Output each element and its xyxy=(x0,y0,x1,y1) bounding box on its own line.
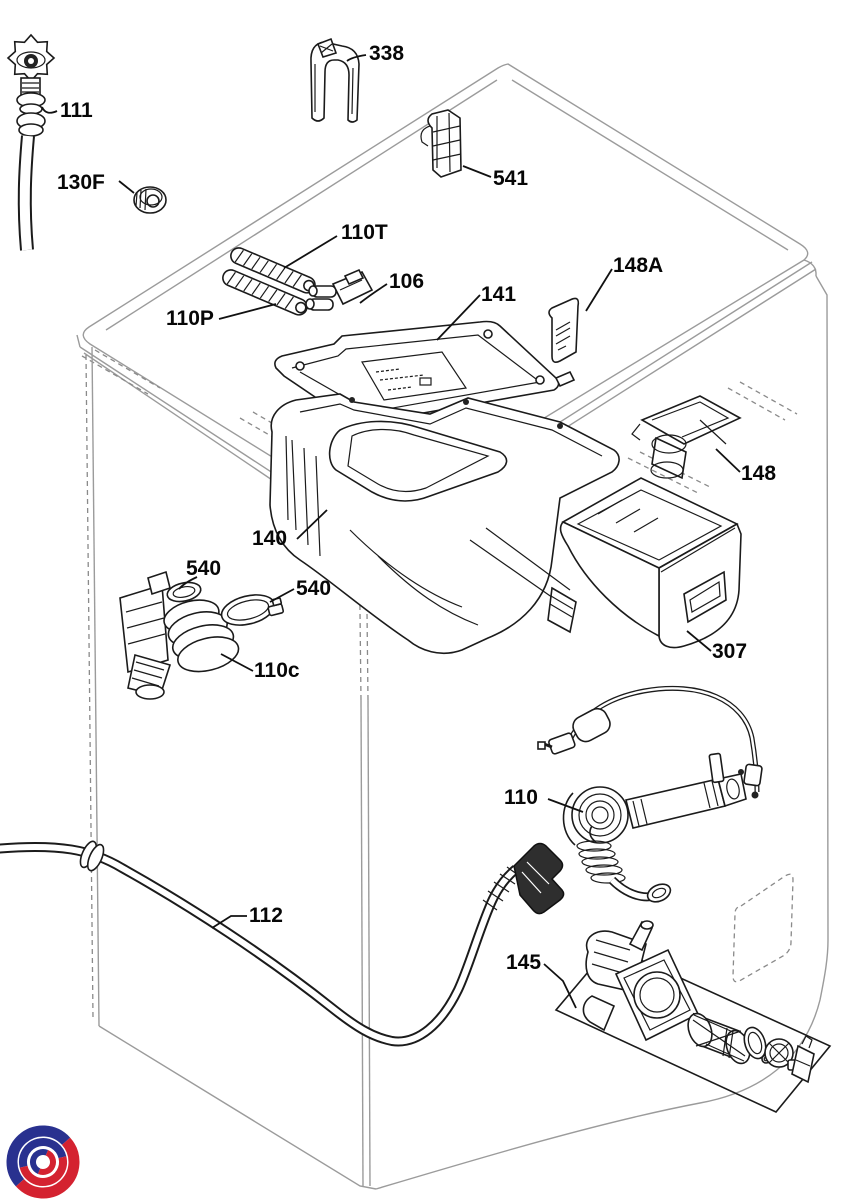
part-label-145: 145 xyxy=(506,951,541,974)
part-pump-kit-drawing xyxy=(554,920,832,1113)
part-label-148: 148 xyxy=(741,462,776,485)
part-label-112: 112 xyxy=(249,904,283,927)
part-clip-holder-drawing xyxy=(420,109,462,178)
part-label-541: 541 xyxy=(493,167,528,190)
part-clamp-elbow-drawing xyxy=(119,570,285,700)
part-label-130F: 130F xyxy=(57,171,105,194)
pump-kit-box xyxy=(554,945,832,1113)
part-label-111: 111 xyxy=(60,99,93,122)
service-flap xyxy=(732,873,794,983)
part-inlet-hose-drawing xyxy=(6,33,56,251)
part-label-148A: 148A xyxy=(613,254,663,277)
part-label-540b: 540 xyxy=(296,577,331,600)
part-dispenser-housing-drawing xyxy=(269,393,620,655)
brand-swirl-logo xyxy=(6,1125,80,1199)
part-label-338: 338 xyxy=(369,42,404,65)
part-label-110P: 110P xyxy=(166,307,214,330)
part-label-140: 140 xyxy=(252,527,287,550)
part-drawer-drawing xyxy=(559,477,742,649)
part-label-110c: 110c xyxy=(254,659,300,682)
part-overflow-hose-drawing xyxy=(537,685,763,903)
part-drain-hose-drawing xyxy=(0,840,565,1047)
leader-lines xyxy=(41,54,741,1009)
part-labels: 111 130F 338 541 110T 110P 106 141 148A … xyxy=(57,42,776,974)
part-label-110T: 110T xyxy=(341,221,388,244)
part-hose-guide-drawing xyxy=(310,37,360,123)
part-label-106: 106 xyxy=(389,270,424,293)
part-bracket-drawing xyxy=(631,395,742,480)
part-inlet-nut-drawing xyxy=(133,186,167,214)
part-small-bracket-drawing xyxy=(305,268,374,311)
part-clip-a-drawing xyxy=(548,297,580,363)
part-label-540a: 540 xyxy=(186,557,221,580)
part-label-307: 307 xyxy=(712,640,747,663)
part-label-110: 110 xyxy=(504,786,538,809)
part-label-141: 141 xyxy=(481,283,516,306)
part-tubes-drawing xyxy=(222,247,316,316)
